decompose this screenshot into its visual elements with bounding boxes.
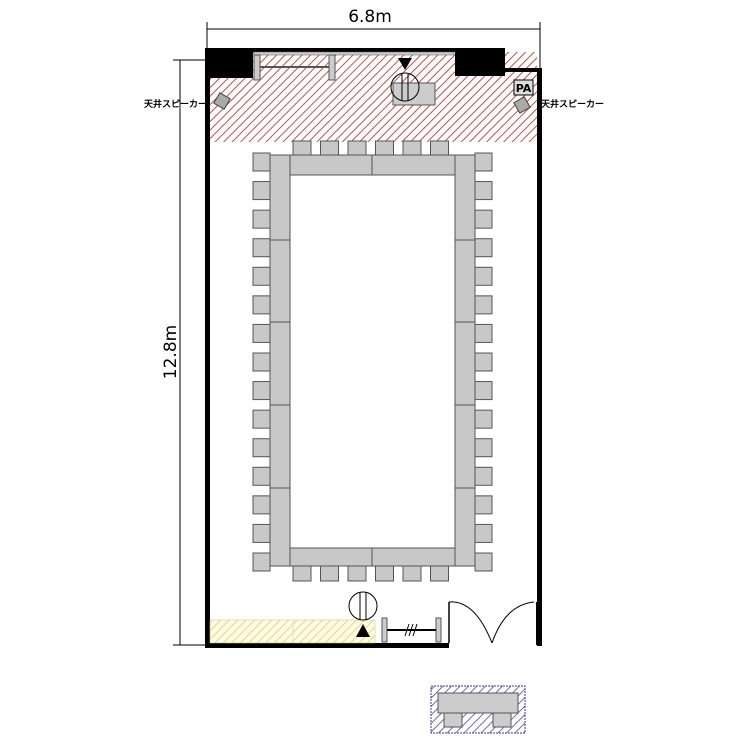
chair-right <box>474 352 493 372</box>
legend-table-unit <box>430 685 526 734</box>
chair-right <box>474 523 493 543</box>
chair-right <box>474 209 493 229</box>
chair-left <box>252 209 271 229</box>
chair-right <box>474 238 493 258</box>
height-dimension <box>173 59 207 646</box>
chair-top <box>402 140 422 156</box>
speaker-left-label: 天井スピーカー <box>144 98 207 110</box>
table <box>269 154 291 241</box>
chair-left <box>252 323 271 343</box>
chair-left <box>252 266 271 286</box>
chair-left <box>252 152 271 172</box>
chair-right <box>474 466 493 486</box>
side-table <box>253 54 336 81</box>
chair-left <box>252 466 271 486</box>
chair-top <box>320 140 339 156</box>
table <box>454 321 476 406</box>
pa-box <box>513 79 534 96</box>
chair-right <box>474 295 493 315</box>
chair-bottom <box>430 564 449 582</box>
conference-tables <box>252 140 493 582</box>
chair-left <box>252 352 271 372</box>
chair-left <box>252 409 271 429</box>
double-door[interactable] <box>448 601 538 645</box>
coat-rack <box>381 617 442 643</box>
chair-right <box>474 495 493 515</box>
chair-right <box>474 152 493 172</box>
pa-label: PA <box>516 82 532 95</box>
table <box>371 154 456 176</box>
table <box>454 239 476 323</box>
chair-bottom <box>375 564 394 582</box>
chair-right <box>474 323 493 343</box>
chair-top <box>375 140 394 156</box>
table <box>289 547 373 567</box>
chair-left <box>252 495 271 515</box>
width-dimension <box>206 22 541 68</box>
table <box>269 239 291 323</box>
chair-right <box>474 438 493 458</box>
table <box>454 404 476 489</box>
chair-top <box>347 140 367 156</box>
chair-left <box>252 181 271 201</box>
projector-bottom <box>348 591 378 637</box>
table <box>454 487 476 567</box>
chair-right <box>474 181 493 201</box>
height-label: 12.8m <box>161 325 181 379</box>
projector-top <box>390 58 436 106</box>
width-label: 6.8m <box>348 7 392 27</box>
screen-rail <box>253 51 455 56</box>
chair-right <box>474 381 493 401</box>
chair-bottom <box>402 564 422 582</box>
chair-left <box>252 295 271 315</box>
speaker-right-icon <box>513 96 531 114</box>
chair-left <box>252 381 271 401</box>
table <box>269 487 291 567</box>
chair-left <box>252 552 271 572</box>
table <box>269 404 291 489</box>
chair-right <box>474 409 493 429</box>
chair-right <box>474 552 493 572</box>
chair-left <box>252 438 271 458</box>
walls <box>205 48 542 648</box>
chair-right <box>474 266 493 286</box>
chair-left <box>252 238 271 258</box>
chair-bottom <box>320 564 339 582</box>
speaker-left-icon <box>213 92 231 110</box>
table <box>454 154 476 241</box>
speaker-right-label: 天井スピーカー <box>541 98 604 110</box>
table <box>289 154 373 176</box>
chair-top <box>430 140 449 156</box>
chair-top <box>292 140 312 156</box>
chair-bottom <box>292 564 312 582</box>
chair-bottom <box>347 564 367 582</box>
table <box>371 547 456 567</box>
chair-left <box>252 523 271 543</box>
table <box>269 321 291 406</box>
